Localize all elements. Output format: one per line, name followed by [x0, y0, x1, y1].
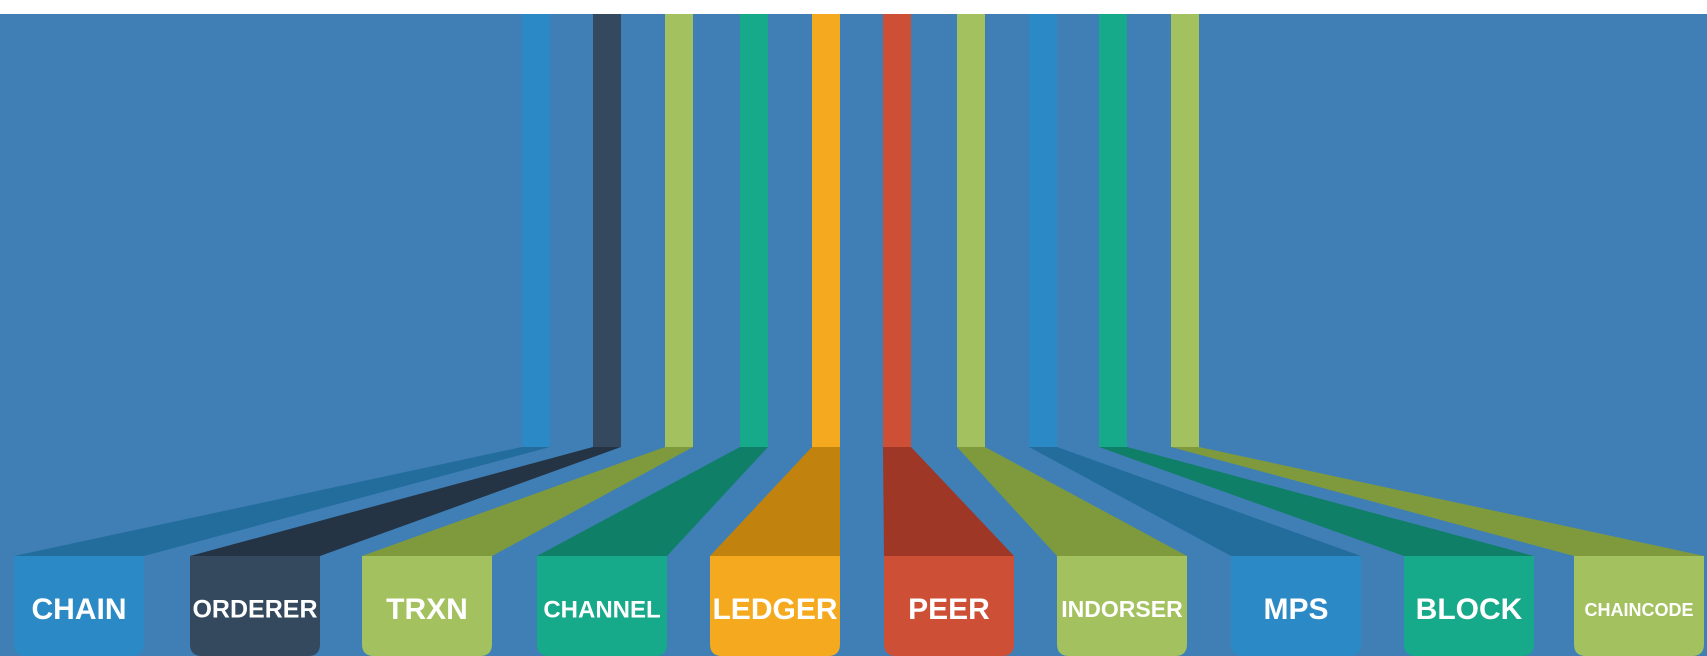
tile-label-orderer: ORDERER [192, 596, 317, 624]
ramp-orderer [190, 447, 621, 556]
ramp-trxn [362, 447, 693, 556]
tile-ledger [710, 556, 840, 656]
bar-peer [883, 14, 911, 447]
bar-ledger [812, 14, 840, 447]
ramp-chaincode [1171, 447, 1704, 556]
tile-label-trxn: TRXN [386, 593, 468, 626]
bar-trxn [665, 14, 693, 447]
ramp-peer [883, 447, 1014, 556]
bar-orderer [593, 14, 621, 447]
tile-label-channel: CHANNEL [543, 596, 660, 623]
bar-mps [1029, 14, 1057, 447]
ramp-indorser [957, 447, 1187, 556]
top-strip [0, 0, 1707, 14]
tile-trxn [362, 556, 492, 656]
bar-channel [740, 14, 768, 447]
bar-indorser [957, 14, 985, 447]
ramp-chain [14, 447, 550, 556]
tile-mps [1231, 556, 1361, 656]
tile-label-peer: PEER [908, 593, 990, 626]
tile-indorser [1057, 556, 1187, 656]
tile-label-block: BLOCK [1416, 593, 1523, 626]
bar-block [1099, 14, 1127, 447]
ramp-block [1099, 447, 1534, 556]
tile-peer [884, 556, 1014, 656]
ramp-ledger [710, 447, 840, 556]
tile-label-ledger: LEDGER [712, 593, 837, 626]
bar-chain [522, 14, 550, 447]
tile-label-indorser: INDORSER [1061, 596, 1183, 622]
tile-chaincode [1574, 556, 1704, 656]
tile-block [1404, 556, 1534, 656]
tile-label-chain: CHAIN [32, 593, 127, 626]
tile-channel [537, 556, 667, 656]
tile-label-mps: MPS [1263, 593, 1328, 626]
ramp-channel [537, 447, 768, 556]
tile-orderer [190, 556, 320, 656]
tile-label-chaincode: CHAINCODE [1584, 600, 1693, 620]
ramp-mps [1029, 447, 1361, 556]
bar-chaincode [1171, 14, 1199, 447]
tile-chain [14, 556, 144, 656]
